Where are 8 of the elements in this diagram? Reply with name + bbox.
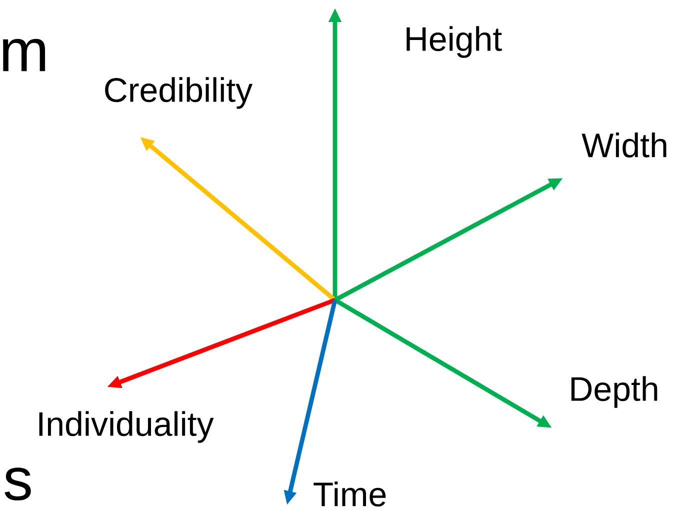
text-fragment: m [3, 38, 46, 72]
text-fragment: s [4, 468, 31, 500]
axis-label: Height [406, 26, 502, 58]
axis-label: Credibility [105, 77, 253, 109]
axis-label: Time [314, 482, 386, 506]
axis-label: Individuality [39, 411, 214, 443]
axis-label: Depth [571, 376, 658, 408]
axis-label: Width [582, 132, 666, 158]
